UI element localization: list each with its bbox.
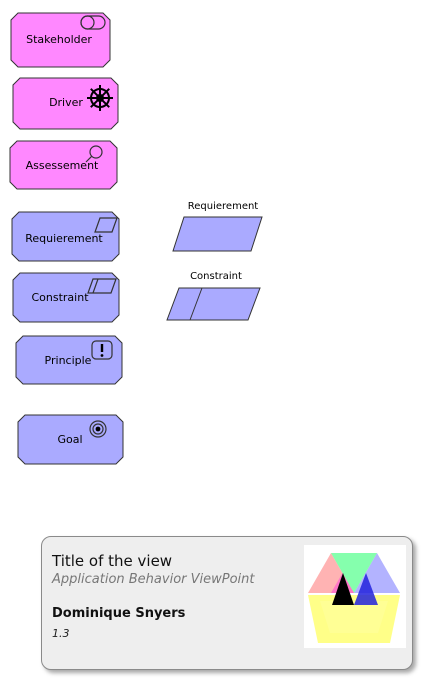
legend-author: Dominique Snyers <box>52 606 186 621</box>
exclamation-icon <box>91 340 113 360</box>
requirement-shape[interactable]: Requierement <box>170 196 264 254</box>
driver-element[interactable]: Driver <box>12 77 120 131</box>
ship-wheel-icon <box>87 85 113 111</box>
toggle-icon <box>80 15 106 30</box>
constraint-shape[interactable]: Constraint <box>166 266 262 324</box>
constraint-element[interactable]: Constraint <box>12 272 122 324</box>
principle-label: Principle <box>45 354 92 367</box>
double-parallelogram-icon <box>87 278 117 294</box>
stakeholder-label: Stakeholder <box>26 33 92 46</box>
target-icon <box>89 420 107 438</box>
view-legend: Title of the view Application Behavior V… <box>41 536 413 670</box>
principle-element[interactable]: Principle <box>15 335 124 387</box>
assessment-label: Assessement <box>26 159 99 172</box>
stakeholder-element[interactable]: Stakeholder <box>10 12 112 68</box>
archimate-logo-icon <box>304 545 406 648</box>
requirement-label: Requierement <box>25 232 103 245</box>
driver-label: Driver <box>49 96 83 109</box>
legend-title: Title of the view <box>52 552 173 570</box>
requirement-shape-caption: Requierement <box>188 201 259 212</box>
constraint-label: Constraint <box>31 291 89 304</box>
magnifier-icon <box>85 145 103 163</box>
legend-version: 1.3 <box>52 627 70 640</box>
requirement-element[interactable]: Requierement <box>11 211 121 263</box>
goal-label: Goal <box>57 433 82 446</box>
constraint-shape-caption: Constraint <box>190 271 242 282</box>
legend-subtitle: Application Behavior ViewPoint <box>52 572 255 587</box>
parallelogram-icon <box>94 217 118 233</box>
goal-element[interactable]: Goal <box>17 414 125 467</box>
assessment-element[interactable]: Assessement <box>9 140 119 192</box>
